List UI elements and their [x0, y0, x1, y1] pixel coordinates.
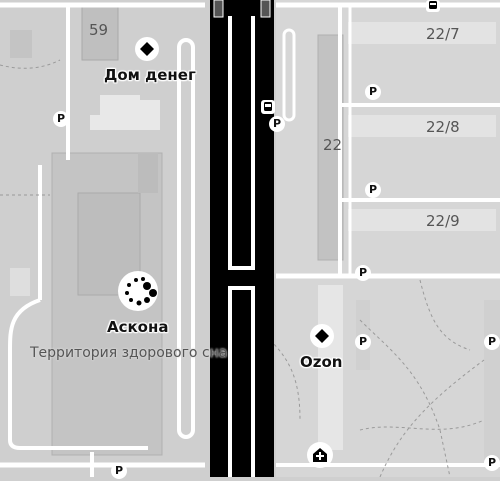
parking-icon[interactable]: P [269, 116, 285, 132]
house-number-59: 59 [89, 21, 109, 39]
poi-label-askona[interactable]: Аскона [107, 318, 169, 336]
label-bar-22-9 [348, 209, 496, 231]
diamond-icon [135, 37, 159, 61]
parking-icon[interactable]: P [111, 463, 127, 479]
house-number-22: 22 [323, 136, 343, 154]
area-label-healthy-sleep: Территория здорового сна [30, 345, 228, 361]
building-ozon [318, 285, 343, 450]
parking-icon[interactable]: P [484, 334, 500, 350]
house-number-22-7: 22/7 [426, 25, 460, 43]
label-bar-22-7 [348, 22, 496, 44]
dots-circle-icon [118, 271, 158, 311]
label-bar-22-8 [348, 115, 496, 137]
poi-label-dom-deneg[interactable]: Дом денег [104, 66, 196, 84]
poi-label-ozon[interactable]: Ozon [300, 353, 343, 371]
traffic-light-1 [213, 0, 224, 18]
building-59 [81, 2, 119, 61]
building-small-1 [10, 30, 32, 58]
parking-icon[interactable]: P [365, 84, 381, 100]
building-annex [138, 153, 158, 193]
bus-stop-icon [261, 100, 275, 114]
highway-medians [228, 16, 255, 477]
parking-icon[interactable]: P [365, 182, 381, 198]
parking-icon[interactable]: P [355, 265, 371, 281]
building-strip-2 [484, 300, 500, 460]
road-loop-right [282, 28, 296, 122]
building-dom-deneg [90, 95, 160, 130]
traffic-light-2 [260, 0, 271, 18]
house-number-22-9: 22/9 [426, 212, 460, 230]
area-right [276, 0, 500, 477]
parking-icon[interactable]: P [355, 334, 371, 350]
highway [210, 0, 274, 477]
bus-stop-icon [426, 0, 440, 12]
diamond-icon [310, 324, 334, 348]
building-small-2 [10, 268, 30, 296]
parking-icon[interactable]: P [53, 111, 69, 127]
footpaths [0, 59, 485, 478]
house-number-22-8: 22/8 [426, 118, 460, 136]
road-loop-left [177, 38, 195, 439]
parking-icon[interactable]: P [484, 455, 500, 471]
house-plus-icon [307, 442, 333, 468]
